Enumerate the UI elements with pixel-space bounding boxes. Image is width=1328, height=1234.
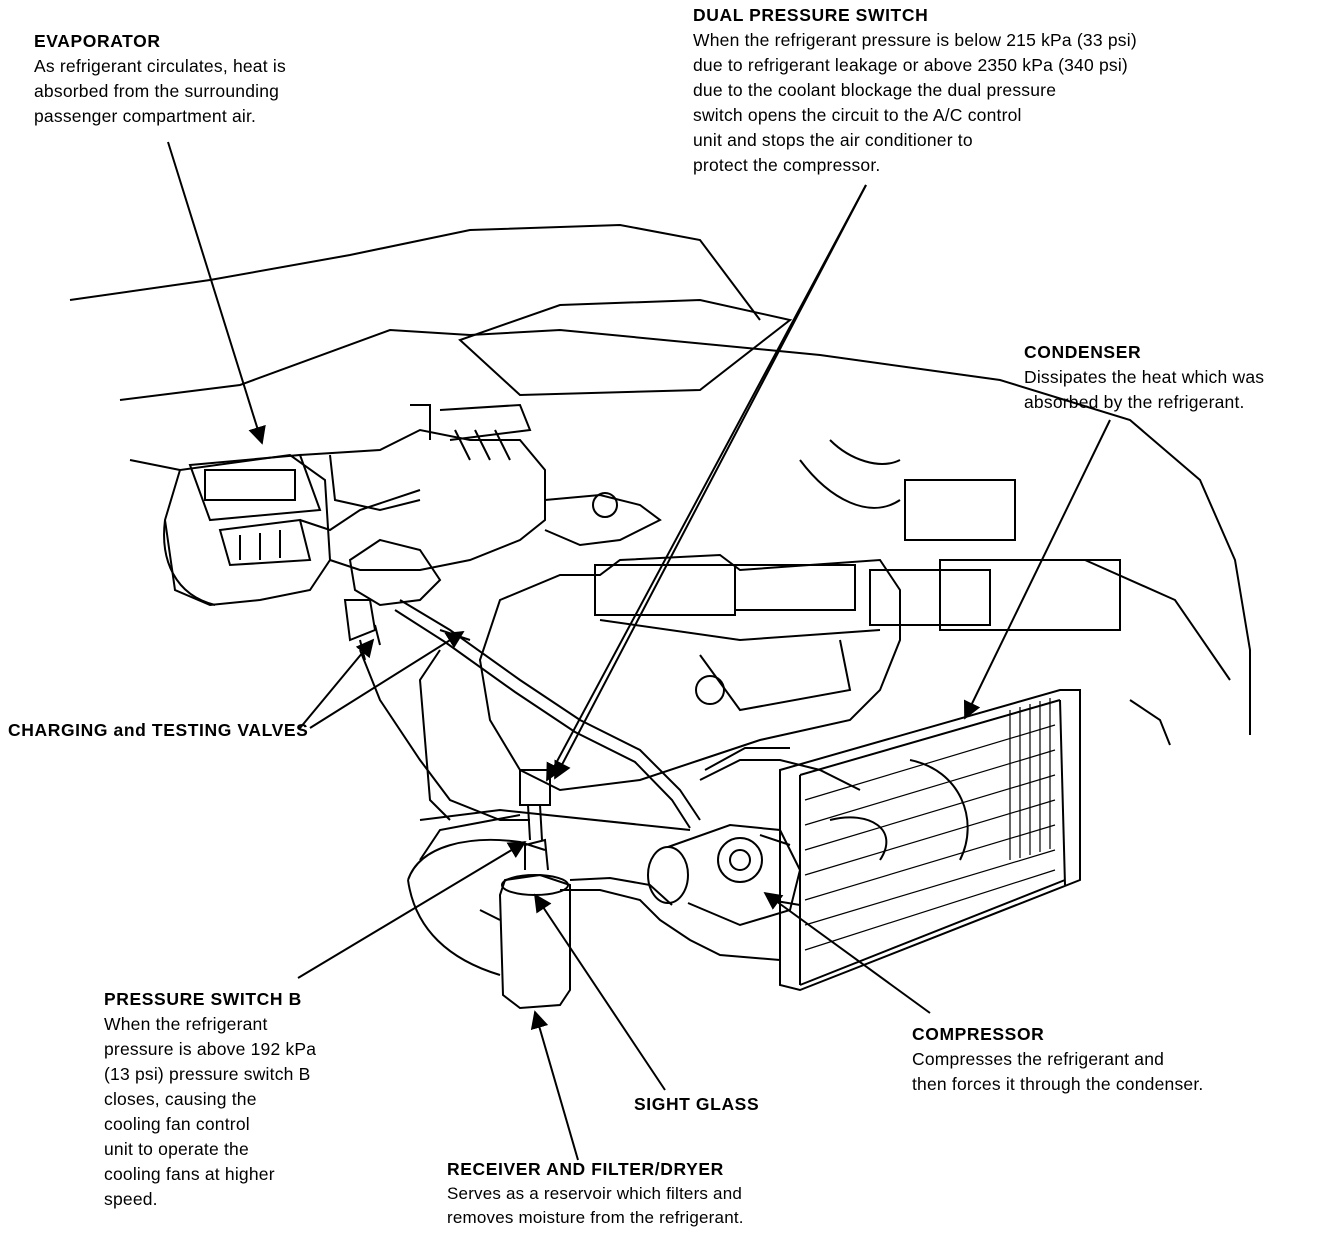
dual-pressure-switch-title: DUAL PRESSURE SWITCH [693, 5, 929, 25]
evaporator-unit [163, 403, 546, 607]
receiver-dryer-callout: RECEIVER AND FILTER/DRYER Serves as a re… [447, 1157, 744, 1230]
sight-glass-callout: SIGHT GLASS [634, 1092, 759, 1117]
compressor-callout: COMPRESSOR Compresses the refrigerant an… [912, 1022, 1203, 1097]
charging-valves-title: CHARGING and TESTING VALVES [8, 720, 309, 740]
evaporator-title: EVAPORATOR [34, 31, 161, 51]
pressure-switch-b-title: PRESSURE SWITCH B [104, 989, 302, 1009]
receiver-dryer-title: RECEIVER AND FILTER/DRYER [447, 1159, 724, 1179]
car-body-outline [69, 223, 1251, 976]
condenser-callout: CONDENSER Dissipates the heat which was … [1024, 340, 1264, 415]
evaporator-callout: EVAPORATOR As refrigerant circulates, he… [34, 29, 286, 129]
refrigerant-lines [359, 599, 969, 961]
dual-pressure-switch-description: When the refrigerant pressure is below 2… [693, 30, 1137, 175]
condenser-drawing [779, 689, 1081, 992]
charging-valves-callout: CHARGING and TESTING VALVES [8, 718, 308, 743]
condenser-description: Dissipates the heat which was absorbed b… [1024, 367, 1265, 412]
expansion-valve-assembly [343, 492, 662, 661]
dual-pressure-switch-callout: DUAL PRESSURE SWITCH When the refrigeran… [693, 3, 1137, 178]
pressure-switch-b-callout: PRESSURE SWITCH B When the refrigerant p… [104, 987, 316, 1212]
evaporator-description: As refrigerant circulates, heat is absor… [34, 56, 286, 126]
compressor-drawing [647, 823, 802, 927]
receiver-dryer-description: Serves as a reservoir which filters and … [447, 1184, 744, 1227]
leader-lines [167, 141, 1111, 1161]
condenser-title: CONDENSER [1024, 342, 1142, 362]
pressure-switch-b-description: When the refrigerant pressure is above 1… [104, 1014, 317, 1209]
sight-glass-title: SIGHT GLASS [634, 1094, 760, 1114]
compressor-description: Compresses the refrigerant and then forc… [912, 1049, 1204, 1094]
compressor-title: COMPRESSOR [912, 1024, 1045, 1044]
receiver-dryer-drawing [479, 769, 571, 1010]
